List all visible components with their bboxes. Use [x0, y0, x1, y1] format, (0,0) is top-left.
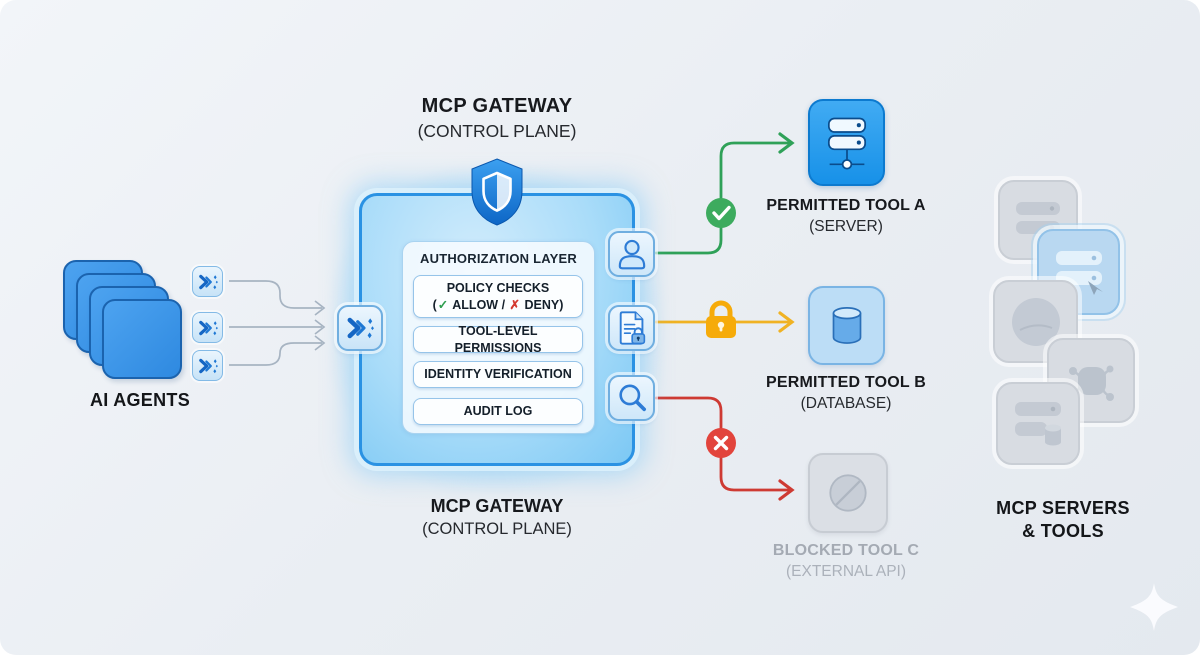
gateway-caption-title: MCP GATEWAY	[430, 496, 564, 516]
shield-icon	[464, 156, 530, 228]
mcp-tool-tile	[1047, 338, 1135, 423]
agent-sparkle-icon	[198, 320, 218, 335]
x-circle-icon	[706, 428, 736, 458]
allowed-flow-arrow	[654, 132, 795, 255]
policy-checks-box: POLICY CHECKS (✓ ALLOW / ✗ DENY)	[413, 275, 583, 318]
audit-tile	[608, 375, 655, 421]
magnifier-icon	[618, 384, 646, 412]
allow-check-glyph: ✓	[437, 297, 449, 312]
ai-agent-card	[102, 299, 182, 379]
mcp-server-tile	[996, 382, 1080, 465]
authorization-layer-title: AUTHORIZATION LAYER	[420, 251, 577, 266]
permitted-tool-b-tile	[808, 286, 885, 365]
audit-log-box: AUDIT LOG	[413, 398, 583, 425]
agent-sparkle-icon	[198, 358, 218, 373]
lock-icon	[706, 300, 736, 338]
gateway-caption-subtitle: (CONTROL PLANE)	[422, 520, 572, 538]
agent-tile	[192, 350, 223, 381]
blocked-tool-c-tile	[808, 453, 888, 533]
agent-sparkle-icon	[198, 274, 218, 289]
gateway-subtitle: (CONTROL PLANE)	[417, 121, 577, 141]
tool-c-label: BLOCKED TOOL C (EXTERNAL API)	[772, 542, 920, 580]
tool-a-label: PERMITTED TOOL A (SERVER)	[766, 197, 926, 235]
policy-document-tile	[608, 305, 655, 351]
tool-level-permissions-box: TOOL-LEVEL PERMISSIONS	[413, 324, 583, 355]
server-database-icon	[1015, 401, 1061, 445]
policy-checks-label: POLICY CHECKS	[446, 281, 550, 296]
identity-tile	[608, 231, 655, 277]
database-icon	[832, 306, 861, 344]
document-lock-icon	[619, 311, 645, 345]
agent-wires	[229, 280, 326, 366]
permitted-tool-a-tile	[808, 99, 885, 186]
gateway-caption: MCP GATEWAY (CONTROL PLANE)	[347, 496, 647, 539]
allow-deny-line: (✓ ALLOW / ✗ DENY)	[432, 297, 564, 312]
globe-icon	[1011, 297, 1060, 346]
server-icon	[827, 117, 866, 170]
mcp-servers-label: MCP SERVERS & TOOLS	[996, 498, 1130, 542]
identity-verification-box: IDENTITY VERIFICATION	[413, 361, 583, 388]
sparkle-icon	[1129, 582, 1179, 632]
gateway-entry-tile	[337, 305, 383, 351]
check-circle-icon	[706, 198, 736, 228]
gateway-title: MCP GATEWAY	[421, 95, 573, 117]
deny-cross-glyph: ✗	[509, 297, 520, 312]
tool-b-label: PERMITTED TOOL B (DATABASE)	[766, 374, 926, 412]
gateway-header: MCP GATEWAY (CONTROL PLANE)	[347, 95, 647, 142]
agent-tile	[192, 312, 223, 343]
ai-agents-label: AI AGENTS	[89, 390, 191, 410]
authorization-layer-panel: AUTHORIZATION LAYER POLICY CHECKS (✓ ALL…	[402, 241, 595, 434]
agent-sparkle-icon	[347, 317, 374, 339]
user-icon	[618, 239, 645, 270]
blocked-circle-icon	[829, 474, 867, 512]
mcp-gateway-box: AUTHORIZATION LAYER POLICY CHECKS (✓ ALL…	[359, 193, 635, 466]
agent-tile	[192, 266, 223, 297]
